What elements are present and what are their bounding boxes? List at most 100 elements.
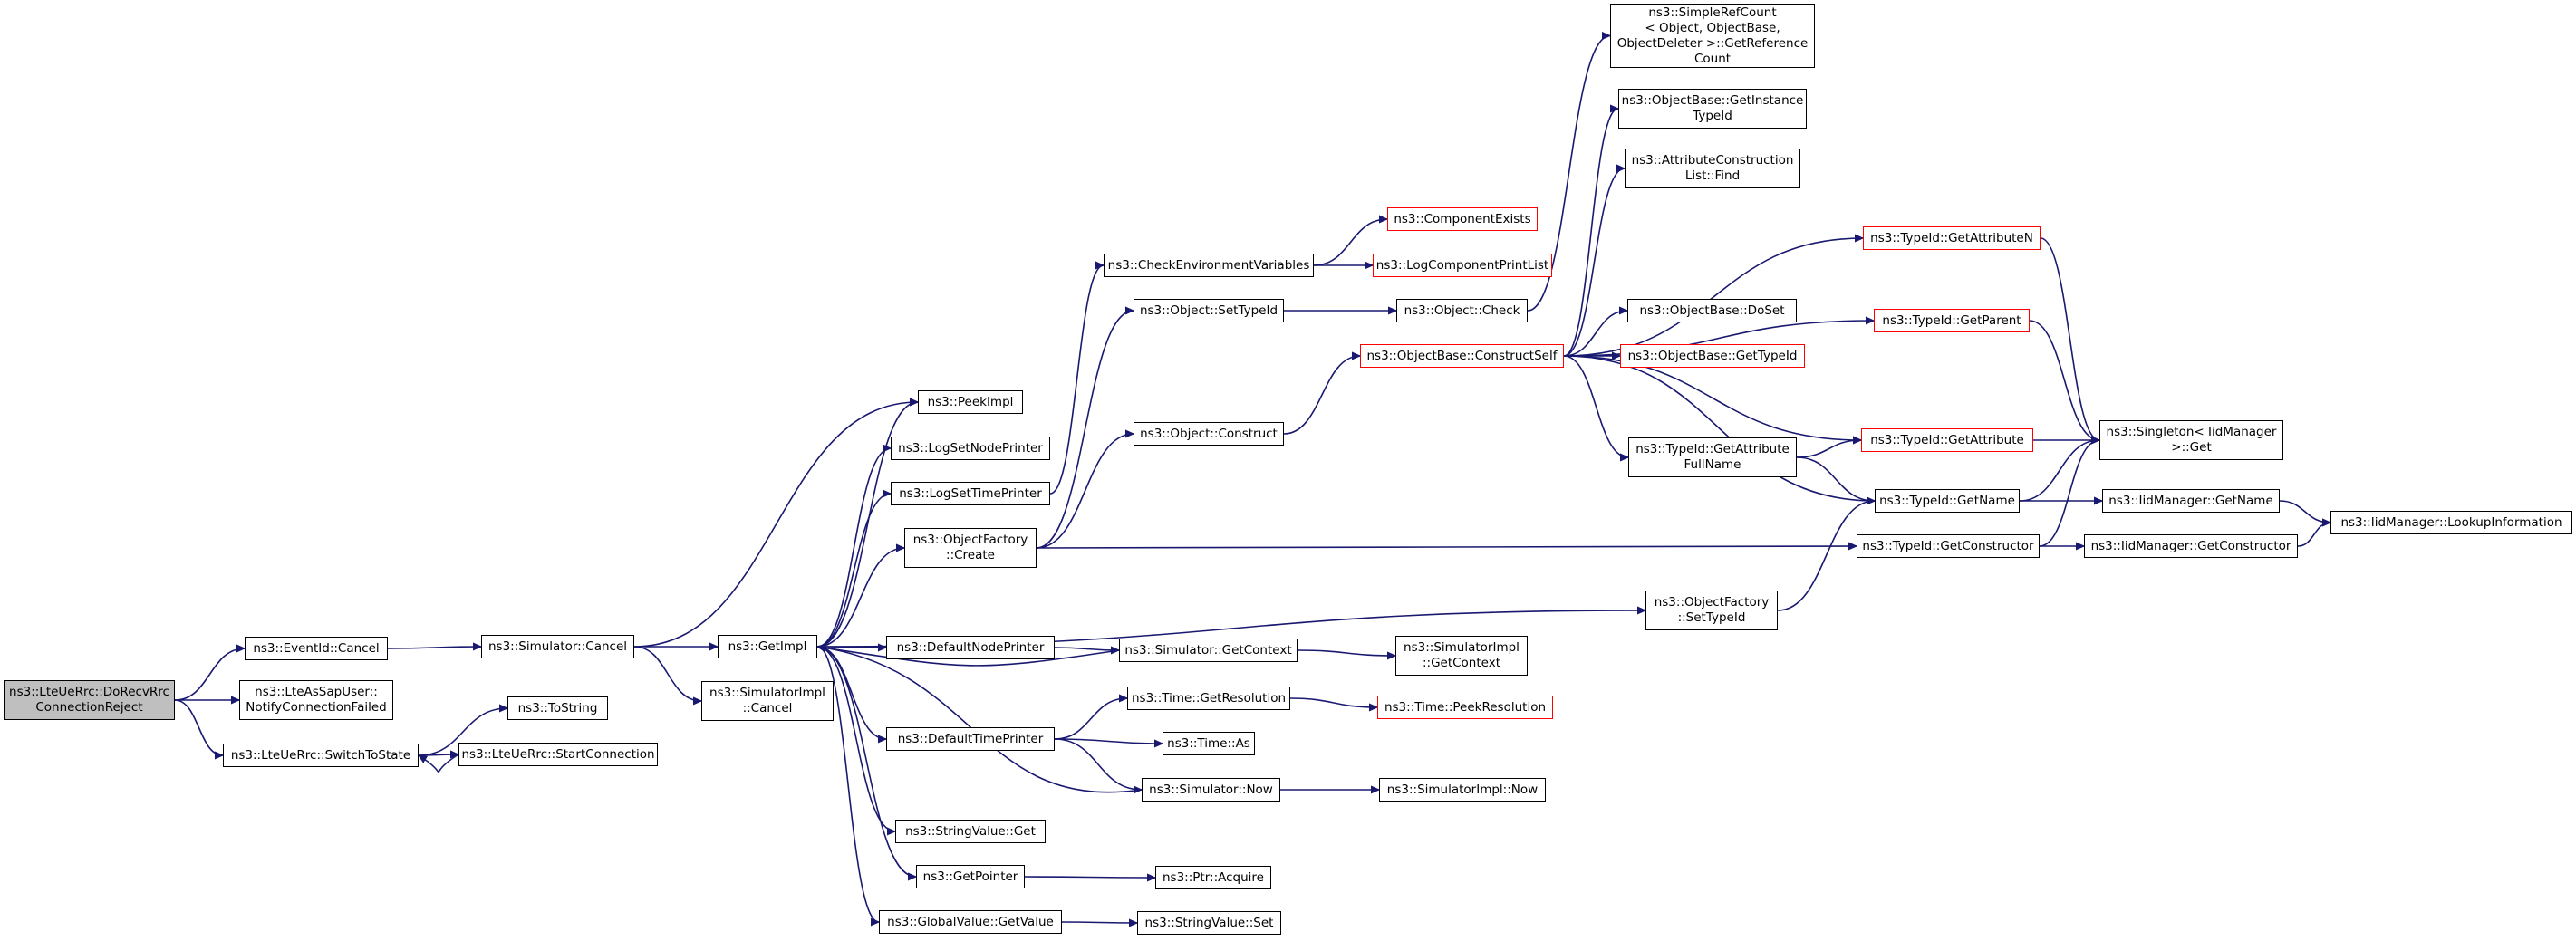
node-object-factory-set-type-id[interactable]: ns3::ObjectFactory ::SetTypeId: [1645, 591, 1778, 630]
node-simulator-impl-now[interactable]: ns3::SimulatorImpl::Now: [1379, 778, 1546, 802]
node-object-base-get-instance-type-id[interactable]: ns3::ObjectBase::GetInstance TypeId: [1618, 89, 1807, 129]
node-string-value-get[interactable]: ns3::StringValue::Get: [895, 820, 1046, 843]
edge-simcancel-to-peekimpl: [633, 402, 918, 648]
node-time-peek-resolution[interactable]: ns3::Time::PeekResolution: [1377, 696, 1553, 719]
node-singleton-iid-manager-get[interactable]: ns3::Singleton< IidManager >::Get: [2099, 420, 2283, 460]
edge-constructself-to-attrfind: [1563, 168, 1625, 357]
edge-getattrn-to-singleton: [2040, 237, 2099, 440]
node-ptr-acquire[interactable]: ns3::Ptr::Acquire: [1155, 866, 1271, 889]
edge-ofcreate-to-getctor: [1036, 546, 1857, 548]
edge-getimpl-to-logtime: [816, 494, 891, 648]
node-object-base-do-set[interactable]: ns3::ObjectBase::DoSet: [1627, 299, 1797, 322]
node-type-id-get-attribute-n[interactable]: ns3::TypeId::GetAttributeN: [1863, 226, 2041, 250]
edge-ofcreate-to-construct: [1036, 434, 1134, 549]
edge-startconn-to-switch: [419, 754, 459, 773]
edge-logtime-to-checkenv: [1049, 265, 1104, 495]
node-type-id-get-constructor[interactable]: ns3::TypeId::GetConstructor: [1857, 534, 2040, 558]
edge-getparent-to-singleton: [2029, 320, 2099, 440]
edge-iidname-to-lookup: [2279, 500, 2330, 523]
edge-deftime-to-getres: [1054, 698, 1127, 740]
node-iid-manager-get-name[interactable]: ns3::IidManager::GetName: [2102, 489, 2280, 513]
node-simulator-get-context[interactable]: ns3::Simulator::GetContext: [1119, 639, 1298, 662]
node-object-base-get-type-id[interactable]: ns3::ObjectBase::GetTypeId: [1620, 344, 1805, 368]
node-object-check[interactable]: ns3::Object::Check: [1396, 299, 1528, 322]
node-object-set-type-id[interactable]: ns3::Object::SetTypeId: [1134, 299, 1284, 322]
edge-root-to-evcancel: [174, 648, 245, 701]
edge-getimpl-to-ofcreate: [816, 548, 904, 648]
edge-getimpl-to-svget: [816, 646, 895, 831]
node-check-environment-variables[interactable]: ns3::CheckEnvironmentVariables: [1104, 254, 1314, 277]
node-simple-ref-count-get-reference-count[interactable]: ns3::SimpleRefCount < Object, ObjectBase…: [1610, 4, 1815, 68]
edge-getimpl-to-getptr: [816, 646, 916, 877]
edge-getptr-to-acquire: [1024, 877, 1155, 878]
node-switch-to-state[interactable]: ns3::LteUeRrc::SwitchToState: [223, 744, 419, 767]
edge-attrfull-to-getattr: [1796, 440, 1861, 458]
node-get-pointer[interactable]: ns3::GetPointer: [916, 865, 1025, 888]
node-global-value-get-value[interactable]: ns3::GlobalValue::GetValue: [879, 910, 1062, 934]
node-type-id-get-name[interactable]: ns3::TypeId::GetName: [1875, 489, 2020, 513]
edge-getname-to-singleton: [2019, 440, 2099, 502]
edge-getctx-to-getimpl: [817, 647, 1120, 667]
node-iid-manager-get-constructor[interactable]: ns3::IidManager::GetConstructor: [2084, 534, 2298, 558]
edge-getres-to-peekres: [1289, 697, 1377, 707]
node-get-impl[interactable]: ns3::GetImpl: [718, 635, 817, 658]
edge-constructself-to-getattr: [1563, 355, 1861, 440]
edge-attrfull-to-getname: [1796, 456, 1875, 501]
node-attribute-construction-list-find[interactable]: ns3::AttributeConstruction List::Find: [1625, 149, 1800, 188]
node-default-node-printer[interactable]: ns3::DefaultNodePrinter: [886, 636, 1055, 659]
edge-switch-to-tostring: [418, 708, 507, 756]
node-peek-impl[interactable]: ns3::PeekImpl: [918, 390, 1023, 414]
edge-constructself-to-attrfull: [1563, 355, 1628, 457]
node-component-exists[interactable]: ns3::ComponentExists: [1387, 207, 1538, 231]
edge-getctor-to-singleton: [2039, 440, 2099, 547]
node-start-connection[interactable]: ns3::LteUeRrc::StartConnection: [458, 743, 658, 766]
node-type-id-get-attribute[interactable]: ns3::TypeId::GetAttribute: [1861, 428, 2033, 452]
edge-constructself-to-getparent: [1563, 321, 1874, 357]
node-default-time-printer[interactable]: ns3::DefaultTimePrinter: [886, 727, 1055, 751]
node-object-construct[interactable]: ns3::Object::Construct: [1134, 422, 1284, 446]
node-simulator-cancel[interactable]: ns3::Simulator::Cancel: [481, 635, 634, 658]
edge-simnow-to-getimpl: [817, 647, 1143, 793]
edge-getimpl-to-peekimpl: [816, 402, 918, 648]
edge-constructself-to-getname: [1563, 355, 1875, 501]
edge-constructself-to-getattrn: [1563, 238, 1863, 357]
node-type-id-get-parent[interactable]: ns3::TypeId::GetParent: [1874, 309, 2030, 332]
node-type-id-get-attribute-full-name[interactable]: ns3::TypeId::GetAttribute FullName: [1628, 437, 1797, 477]
edge-getctx-to-implctx: [1297, 649, 1395, 656]
node-iid-manager-lookup-information[interactable]: ns3::IidManager::LookupInformation: [2330, 511, 2572, 534]
edge-constructself-to-doset: [1563, 311, 1627, 357]
edge-iidctor-to-lookup: [2297, 523, 2330, 547]
node-string-value-set[interactable]: ns3::StringValue::Set: [1137, 911, 1281, 935]
edge-simcancel-to-implcancel: [633, 646, 701, 701]
edge-evcancel-to-simcancel: [387, 647, 481, 648]
node-to-string[interactable]: ns3::ToString: [507, 696, 608, 720]
edge-root-to-switch: [174, 699, 223, 755]
node-object-factory-create[interactable]: ns3::ObjectFactory ::Create: [904, 528, 1037, 568]
node-notify-connection-failed[interactable]: ns3::LteAsSapUser:: NotifyConnectionFail…: [239, 680, 393, 720]
edge-getimpl-to-gvget: [816, 646, 879, 922]
node-simulator-now[interactable]: ns3::Simulator::Now: [1142, 778, 1280, 802]
node-time-get-resolution[interactable]: ns3::Time::GetResolution: [1127, 687, 1290, 710]
node-log-set-time-printer[interactable]: ns3::LogSetTimePrinter: [891, 482, 1050, 505]
node-simulator-impl-get-context[interactable]: ns3::SimulatorImpl ::GetContext: [1395, 636, 1528, 676]
edge-constructself-to-instancetype: [1563, 109, 1618, 357]
edge-defnode-to-getctx: [1054, 648, 1119, 650]
node-object-base-construct-self[interactable]: ns3::ObjectBase::ConstructSelf: [1360, 344, 1564, 368]
edge-deftime-to-timeas: [1054, 738, 1163, 744]
node-time-as[interactable]: ns3::Time::As: [1163, 732, 1255, 755]
node-event-id-cancel[interactable]: ns3::EventId::Cancel: [245, 637, 388, 660]
edge-ofsettype-to-getname: [1777, 501, 1875, 611]
edge-getimpl-to-lognode: [816, 448, 891, 648]
edge-construct-to-constructself: [1283, 356, 1360, 435]
edge-gvget-to-svset: [1061, 922, 1137, 923]
edge-ofcreate-to-settype: [1036, 311, 1134, 549]
node-log-component-print-list[interactable]: ns3::LogComponentPrintList: [1373, 254, 1552, 277]
node-log-set-node-printer[interactable]: ns3::LogSetNodePrinter: [891, 437, 1050, 460]
node-root-function: ns3::LteUeRrc::DoRecvRrc ConnectionRejec…: [4, 680, 175, 720]
edge-deftime-to-simnow: [1054, 738, 1142, 790]
edge-checkenv-to-compexists: [1313, 219, 1387, 266]
node-simulator-impl-cancel[interactable]: ns3::SimulatorImpl ::Cancel: [701, 681, 834, 721]
edge-objcheck-to-refcount: [1527, 36, 1610, 312]
